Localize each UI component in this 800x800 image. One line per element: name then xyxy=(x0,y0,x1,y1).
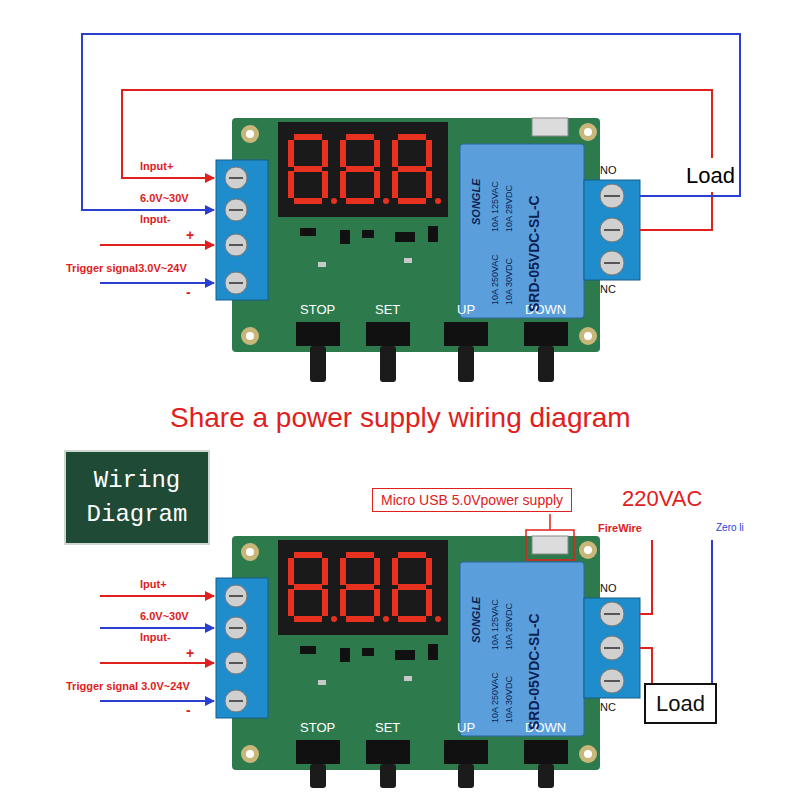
button-label: STOP xyxy=(300,721,335,736)
terminal-label: Input+ xyxy=(140,160,173,173)
callout-box: Micro USB 5.0Vpower supply xyxy=(372,488,572,512)
button-label: STOP xyxy=(300,303,335,318)
contact-label: NO xyxy=(600,164,617,177)
polarity-sign: - xyxy=(186,702,191,718)
relay-rating: 10A 28VDC xyxy=(504,603,514,650)
relay-model: SRD-05VDC-SL-C xyxy=(526,195,542,312)
relay-model: SRD-05VDC-SL-C xyxy=(526,613,542,730)
signal-label: Trigger signal3.0V~24V xyxy=(66,262,187,275)
voltage-label: 6.0V~30V xyxy=(140,192,189,205)
heading: Share a power supply wiring diagram xyxy=(170,402,631,434)
terminal-label: Input- xyxy=(140,631,171,644)
voltage-label: 220VAC xyxy=(622,486,702,511)
button-label: SET xyxy=(375,303,400,318)
node-text: Wiring Diagram xyxy=(72,464,202,531)
polarity-sign: + xyxy=(186,227,194,243)
polarity-sign: - xyxy=(186,284,191,300)
node-text: Micro USB 5.0Vpower supply xyxy=(381,492,563,508)
button-label: SET xyxy=(375,721,400,736)
contact-label: NO xyxy=(600,582,617,595)
button-label: UP xyxy=(457,721,475,736)
contact-label: NC xyxy=(600,701,616,714)
voltage-label: 6.0V~30V xyxy=(140,610,189,623)
button-label: UP xyxy=(457,303,475,318)
load-label: Load xyxy=(684,163,737,188)
terminal-label: Iput+ xyxy=(140,578,167,591)
contact-label: NC xyxy=(600,283,616,296)
signal-label: Trigger signal 3.0V~24V xyxy=(66,680,190,693)
relay-rating: 10A 28VDC xyxy=(504,185,514,232)
wire-label: FireWire xyxy=(598,522,642,535)
relay-rating: 10A 30VDC xyxy=(504,258,514,305)
relay-rating: 10A 30VDC xyxy=(504,676,514,723)
load-box: Load xyxy=(644,683,717,724)
terminal-label: Input- xyxy=(140,213,171,226)
title-panel: Wiring Diagram xyxy=(64,450,210,545)
node-text: Load xyxy=(656,691,705,716)
wire-label: Zero li xyxy=(716,522,744,534)
relay-rating: 10A 250VAC xyxy=(490,672,500,723)
polarity-sign: + xyxy=(186,645,194,661)
relay-brand: SONGLE xyxy=(470,597,483,643)
relay-rating: 10A 125VAC xyxy=(490,599,500,650)
relay-brand: SONGLE xyxy=(470,179,483,225)
relay-rating: 10A 250VAC xyxy=(490,254,500,305)
relay-rating: 10A 125VAC xyxy=(490,181,500,232)
